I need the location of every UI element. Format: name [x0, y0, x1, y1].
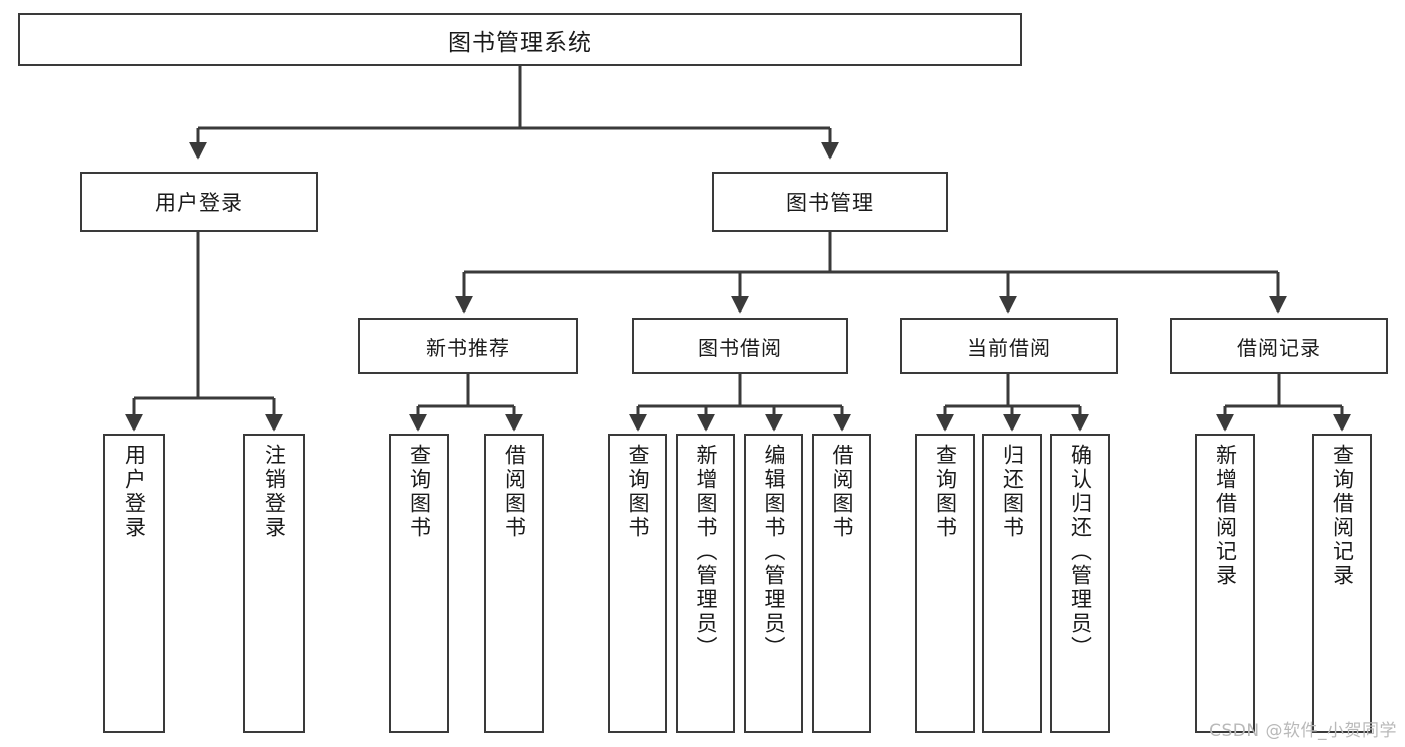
- leaf-recommend-borrow-book-label: 借阅图书: [502, 444, 527, 540]
- node-user-login[interactable]: 用户登录: [80, 172, 318, 232]
- node-root[interactable]: 图书管理系统: [18, 13, 1022, 66]
- node-borrow-records-label: 借阅记录: [1237, 335, 1321, 360]
- leaf-current-query-book[interactable]: 查询图书: [915, 434, 975, 733]
- leaf-borrow-borrow-book-label: 借阅图书: [830, 444, 854, 540]
- node-borrow-records[interactable]: 借阅记录: [1170, 318, 1388, 374]
- leaf-borrow-query-book[interactable]: 查询图书: [608, 434, 667, 733]
- leaf-current-query-book-label: 查询图书: [933, 444, 958, 540]
- leaf-records-add-record[interactable]: 新增借阅记录: [1195, 434, 1255, 733]
- leaf-current-confirm-return[interactable]: 确认归还（管理员）: [1050, 434, 1110, 733]
- leaf-recommend-query-book-label: 查询图书: [407, 444, 432, 540]
- leaf-current-return-book-label: 归还图书: [1000, 444, 1025, 540]
- leaf-records-add-record-label: 新增借阅记录: [1213, 444, 1238, 588]
- leaf-user-login-logout-label: 注销登录: [262, 444, 287, 540]
- node-book-borrow-label: 图书借阅: [698, 335, 782, 360]
- leaf-borrow-add-book-label: 新增图书（管理员）: [694, 444, 718, 660]
- node-book-management-label: 图书管理: [786, 191, 874, 215]
- node-new-book-recommend[interactable]: 新书推荐: [358, 318, 578, 374]
- leaf-borrow-edit-book-label: 编辑图书（管理员）: [762, 444, 786, 660]
- csdn-watermark: CSDN @软件_小贺同学: [1209, 721, 1397, 741]
- leaf-user-login-login-label: 用户登录: [122, 444, 147, 540]
- node-new-book-recommend-label: 新书推荐: [426, 335, 510, 360]
- node-root-label: 图书管理系统: [448, 29, 592, 56]
- leaf-current-confirm-return-label: 确认归还（管理员）: [1068, 444, 1093, 660]
- leaf-user-login-logout[interactable]: 注销登录: [243, 434, 305, 733]
- leaf-records-query-record[interactable]: 查询借阅记录: [1312, 434, 1372, 733]
- node-user-login-label: 用户登录: [155, 191, 243, 215]
- leaf-borrow-query-book-label: 查询图书: [626, 444, 650, 540]
- leaf-borrow-add-book[interactable]: 新增图书（管理员）: [676, 434, 735, 733]
- node-book-borrow[interactable]: 图书借阅: [632, 318, 848, 374]
- leaf-current-return-book[interactable]: 归还图书: [982, 434, 1042, 733]
- leaf-records-query-record-label: 查询借阅记录: [1330, 444, 1355, 588]
- leaf-borrow-borrow-book[interactable]: 借阅图书: [812, 434, 871, 733]
- node-current-borrow[interactable]: 当前借阅: [900, 318, 1118, 374]
- node-book-management[interactable]: 图书管理: [712, 172, 948, 232]
- leaf-user-login-login[interactable]: 用户登录: [103, 434, 165, 733]
- node-current-borrow-label: 当前借阅: [967, 335, 1051, 360]
- leaf-recommend-borrow-book[interactable]: 借阅图书: [484, 434, 544, 733]
- leaf-recommend-query-book[interactable]: 查询图书: [389, 434, 449, 733]
- leaf-borrow-edit-book[interactable]: 编辑图书（管理员）: [744, 434, 803, 733]
